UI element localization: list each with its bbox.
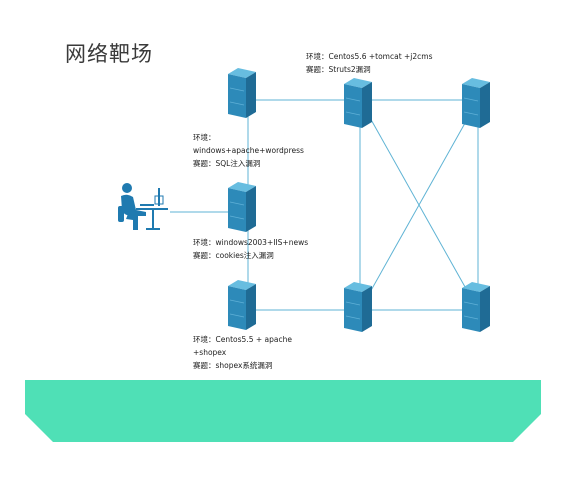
task-text: 赛题：cookies注入漏洞	[193, 251, 274, 260]
env-text-line2: windows+apache+wordpress	[193, 146, 304, 155]
link-cross-2	[359, 99, 479, 311]
task-text: 赛题：Struts2漏洞	[306, 65, 371, 74]
workstation-person-icon	[118, 183, 168, 230]
server-middle-left-icon	[227, 181, 257, 233]
server-top-right-icon	[461, 77, 491, 129]
server-bottom-left-icon	[227, 279, 257, 331]
server-bottom-left-label: 环境：Centos5.5 + apache +shopex 赛题：shopex系…	[193, 333, 292, 372]
server-bottom-center-icon	[343, 281, 373, 333]
task-text: 赛题：shopex系统漏洞	[193, 361, 273, 370]
env-text: 环境：windows2003+IIS+news	[193, 238, 309, 247]
server-top-left-label: 环境： windows+apache+wordpress 赛题：SQL注入漏洞	[193, 131, 304, 170]
task-text: 赛题：SQL注入漏洞	[193, 159, 261, 168]
server-top-left-icon	[227, 67, 257, 119]
env-text-line1: 环境：Centos5.5 + apache	[193, 335, 292, 344]
server-bottom-right-icon	[461, 281, 491, 333]
server-middle-left-label: 环境：windows2003+IIS+news 赛题：cookies注入漏洞	[193, 236, 308, 262]
env-text-line2: +shopex	[193, 348, 227, 357]
page-title: 网络靶场	[65, 42, 153, 66]
server-top-center-label: 环境：Centos5.6 +tomcat +j2cms 赛题：Struts2漏洞	[306, 50, 433, 76]
server-top-center-icon	[343, 77, 373, 129]
env-text: 环境：Centos5.6 +tomcat +j2cms	[306, 52, 433, 61]
env-text-line1: 环境：	[193, 133, 216, 142]
bottom-banner	[25, 380, 541, 442]
